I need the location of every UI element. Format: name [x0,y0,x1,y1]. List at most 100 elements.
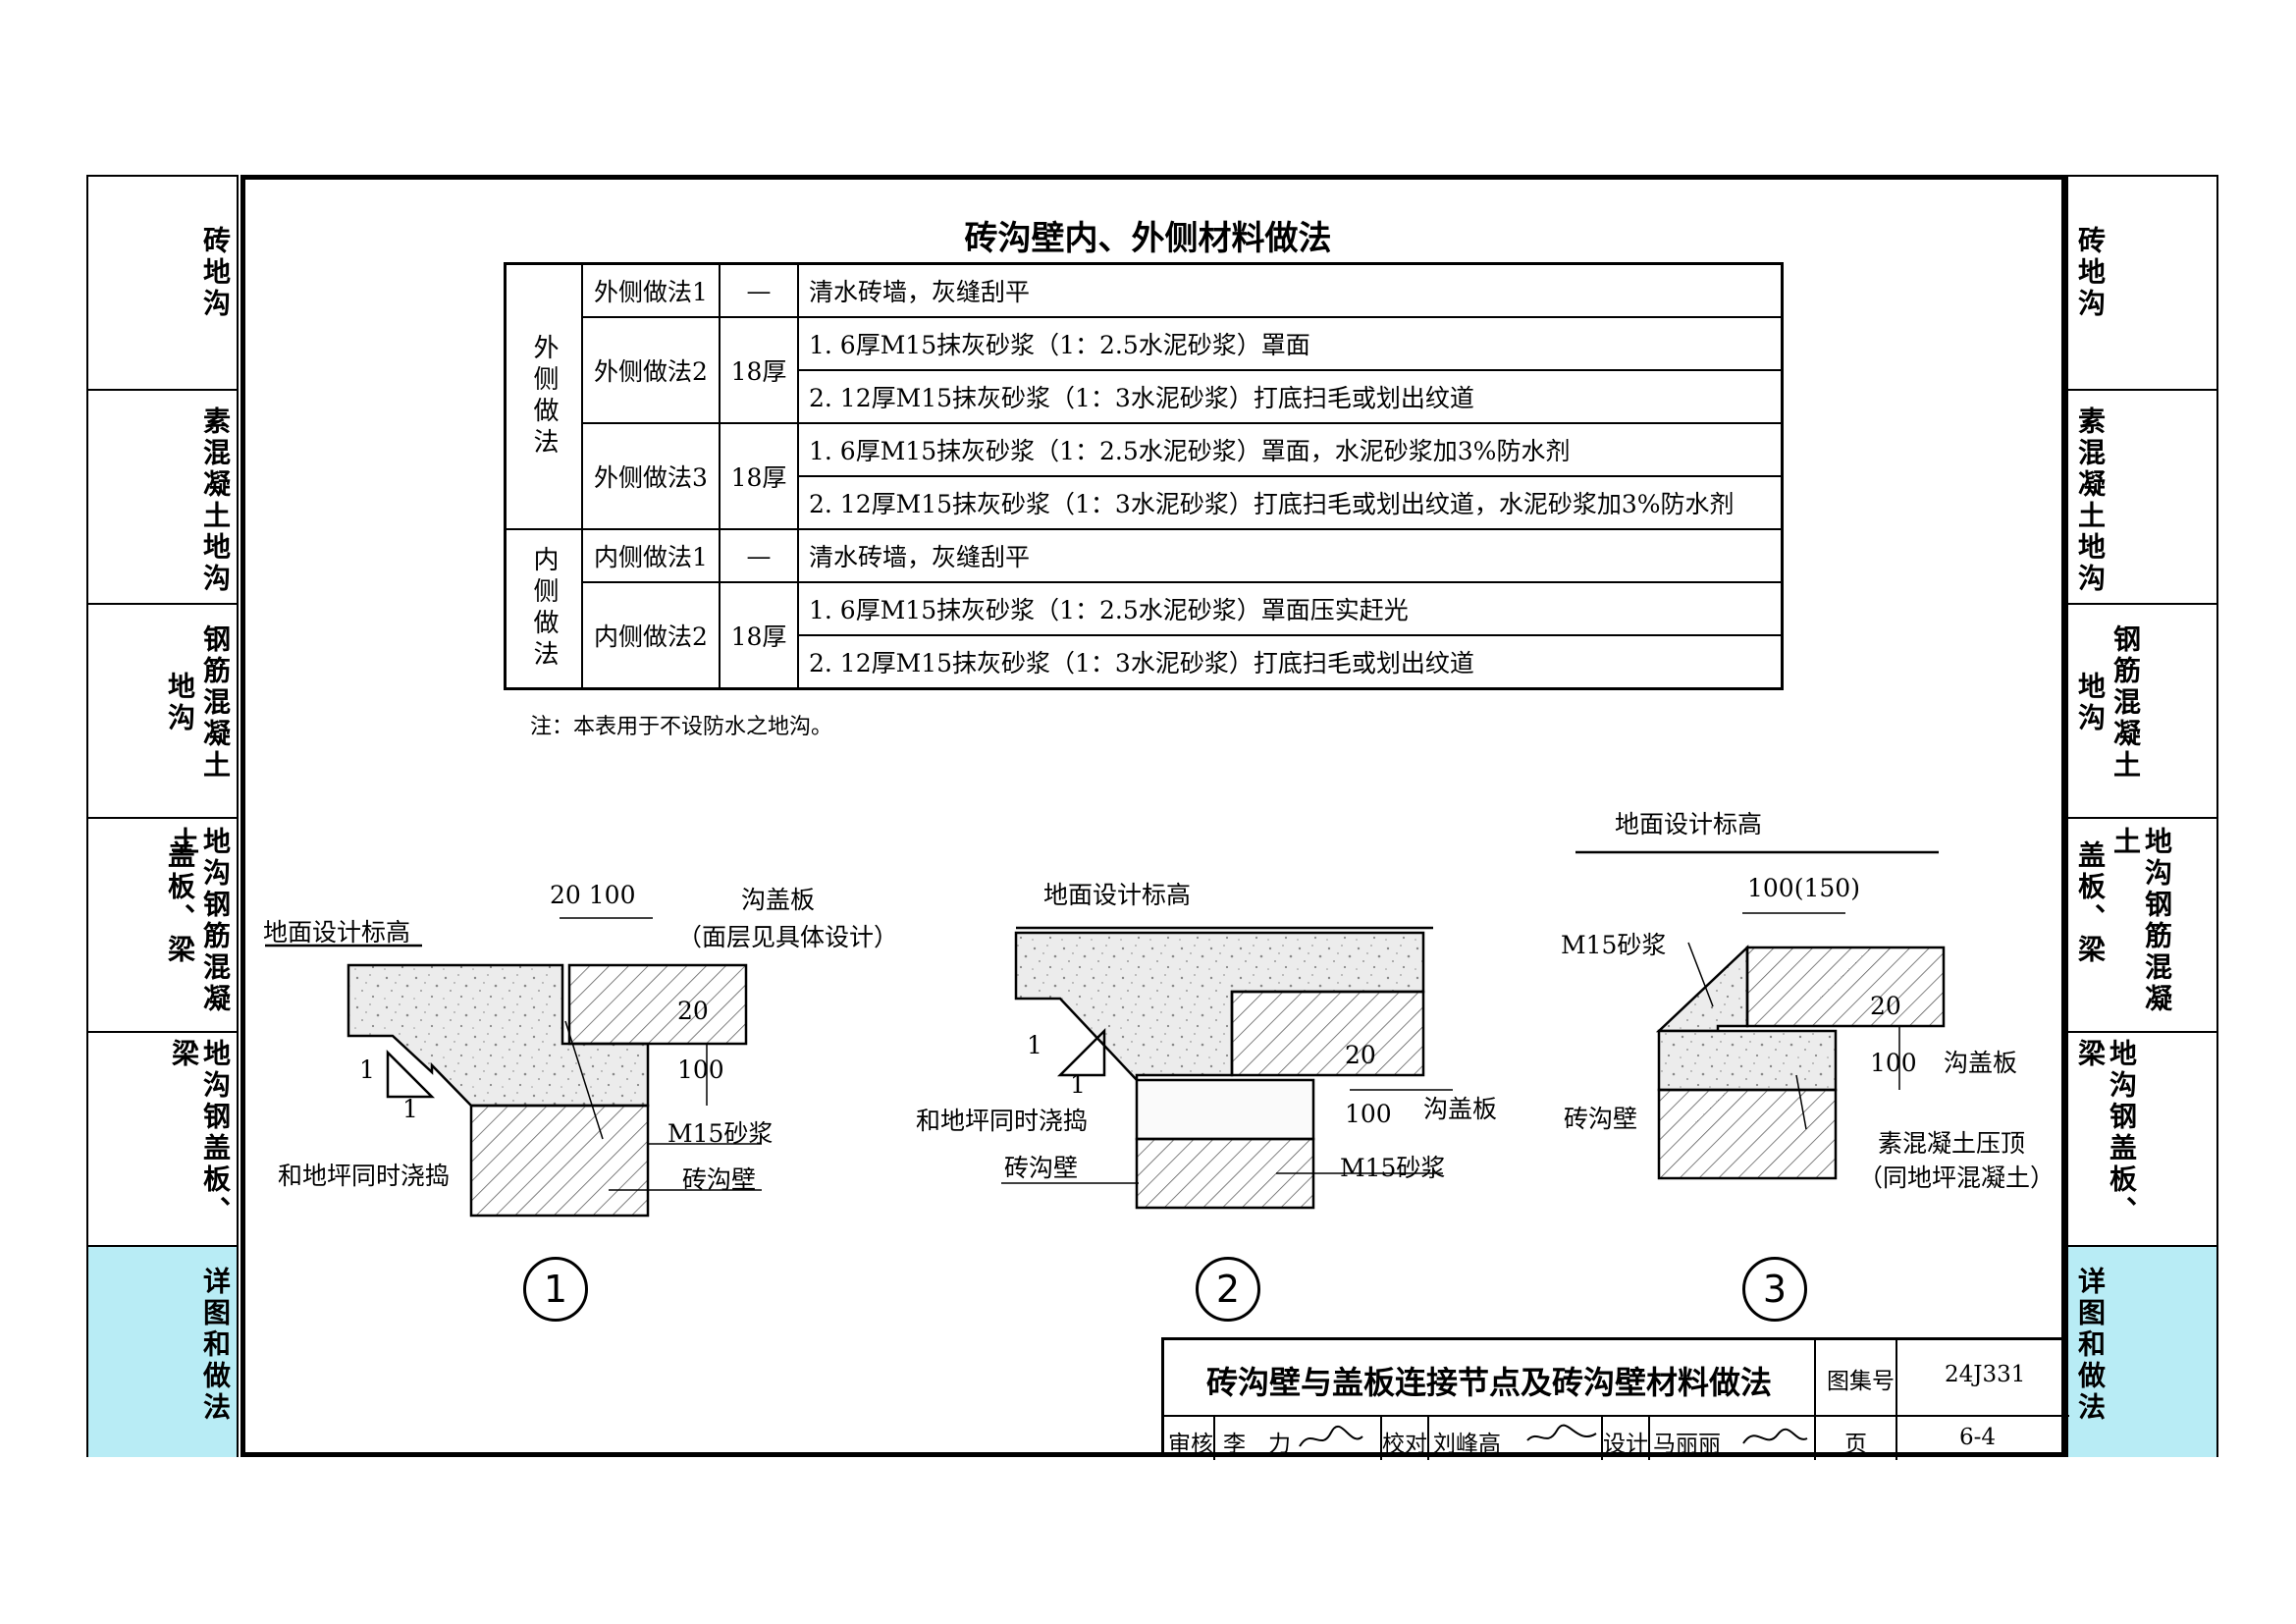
table-row: 外侧做法2 18厚 1. 6厚M15抹灰砂浆（1：2.5水泥砂浆）罩面 [506,316,1784,424]
d1-dim-top: 20 100 [550,881,636,909]
d1-cover-note: （面层见具体设计） [677,923,899,951]
d2-wall-label: 砖沟壁 [1004,1154,1079,1182]
row-item: 2. 12厚M15抹灰砂浆（1：3水泥砂浆）打底扫毛或划出纹道，水泥砂浆加3%防… [797,475,1784,530]
leader [564,1020,604,1140]
tab-rc-trench[interactable]: 钢筋混凝土 地沟 [2068,605,2216,819]
designer: 马丽丽 [1653,1432,1721,1457]
d3-cover-label: 沟盖板 [1944,1049,2018,1077]
cover-slab [567,963,748,1046]
drawing-frame [240,175,2066,1457]
divider [1896,1340,1897,1460]
concrete-slab [1014,931,1425,1084]
slope-triangle [1056,1027,1106,1077]
tab-details[interactable]: 详图和做法 [88,1247,237,1457]
d3-coping-label: 素混凝土压顶 [1878,1129,2026,1158]
tab-label: 钢筋混凝土 [2109,624,2142,782]
tab-label: 盖板、梁 [2074,840,2107,966]
tab-details[interactable]: 详图和做法 [2068,1247,2216,1457]
d1-dim-20: 20 [677,997,709,1025]
row-item: 清水砖墙，灰缝刮平 [797,528,1784,583]
tab-label: 砖地沟 [2074,226,2107,320]
table-row: 内侧做法2 18厚 1. 6厚M15抹灰砂浆（1：2.5水泥砂浆）罩面压实赶光 [506,581,1784,690]
d2-slope-1b: 1 [1070,1070,1086,1099]
cover-slab [1745,946,1946,1028]
d3-ground-label: 地面设计标高 [1615,810,1763,839]
d1-dim-100: 100 [677,1056,724,1084]
d2-slope-1a: 1 [1027,1031,1042,1059]
d1-slope-1b: 1 [402,1095,418,1123]
group-label: 内侧做法 [529,546,559,672]
detail-number-1: 1 [523,1257,588,1322]
tab-label: 地沟钢筋混凝土 [2109,827,2173,1015]
row-thickness: — [719,262,799,318]
d2-ground-label: 地面设计标高 [1043,881,1192,909]
tab-plain-concrete-trench[interactable]: 素混凝土地沟 [88,391,237,605]
checker: 刘峰高 [1433,1432,1501,1457]
check-label: 校对 [1382,1432,1427,1457]
divider [1164,1415,2069,1417]
d1-wall-label: 砖沟壁 [682,1165,757,1194]
right-tab-strip: 砖地沟 素混凝土地沟 钢筋混凝土 地沟 地沟钢筋混凝土 盖板、梁 地沟钢盖板、梁… [2066,175,2218,1457]
designer-signature [1742,1428,1808,1444]
tab-brick-trench[interactable]: 砖地沟 [88,177,237,391]
leader [1795,1074,1807,1130]
d3-dim-20: 20 [1870,992,1901,1020]
row-item: 1. 6厚M15抹灰砂浆（1：2.5水泥砂浆）罩面，水泥砂浆加3%防水剂 [797,422,1784,477]
tab-rc-cover[interactable]: 地沟钢筋混凝土 盖板、梁 [2068,819,2216,1033]
d3-dim-top: 100(150) [1747,874,1860,902]
tab-plain-concrete-trench[interactable]: 素混凝土地沟 [2068,391,2216,605]
d1-cover-label: 沟盖板 [741,886,816,914]
d3-dim-100: 100 [1870,1049,1917,1077]
table-row: 外侧做法 外侧做法1 — 清水砖墙，灰缝刮平 [504,262,1784,530]
d1-ground-label: 地面设计标高 [263,918,411,947]
d3-wall-label: 砖沟壁 [1564,1105,1638,1133]
tab-steel-cover[interactable]: 地沟钢盖板、梁 [2068,1033,2216,1247]
page-number: 6-4 [1959,1425,1997,1450]
row-item: 1. 6厚M15抹灰砂浆（1：2.5水泥砂浆）罩面 [797,316,1784,371]
detail-number-3: 3 [1742,1257,1807,1322]
d1-slope-1a: 1 [359,1056,375,1084]
row-item: 2. 12厚M15抹灰砂浆（1：3水泥砂浆）打底扫毛或划出纹道 [797,634,1784,690]
tab-steel-cover[interactable]: 地沟钢盖板、梁 [88,1033,237,1247]
d1-cast-label: 和地坪同时浇捣 [278,1162,451,1190]
table-row: 2. 12厚M15抹灰砂浆（1：3水泥砂浆）打底扫毛或划出纹道 [506,369,1784,424]
tab-label: 详图和做法 [199,1267,232,1424]
coping [1657,1029,1838,1092]
tab-label: 钢筋混凝土 [199,624,232,782]
tab-rc-trench[interactable]: 钢筋混凝土 地沟 [88,605,237,819]
row-thickness: — [719,528,799,583]
detail-1 [265,917,762,1218]
tab-label: 素混凝土地沟 [2074,406,2107,595]
tab-label: 地沟钢盖板、梁 [2074,1039,2138,1227]
title-block: 砖沟壁与盖板连接节点及砖沟壁材料做法 图集号 24J331 审核 李 力 校对 … [1161,1337,2069,1460]
divider [1814,1340,1816,1460]
detail-2 [1001,926,1453,1210]
divider [1601,1415,1603,1460]
row-item: 1. 6厚M15抹灰砂浆（1：2.5水泥砂浆）罩面压实赶光 [797,581,1784,636]
drawing-title: 砖沟壁与盖板连接节点及砖沟壁材料做法 [1205,1364,1772,1401]
slope-triangle [386,1049,436,1099]
d2-dim-20: 20 [1345,1041,1376,1069]
divider [1648,1415,1650,1460]
design-label: 设计 [1603,1432,1648,1457]
d3-mortar-label: M15砂浆 [1561,931,1667,959]
mortar-wedge [1655,945,1749,1033]
divider [1380,1415,1382,1460]
checker-signature [1526,1424,1597,1441]
tab-brick-trench[interactable]: 砖地沟 [2068,177,2216,391]
divider [1213,1415,1215,1460]
atlas-number: 24J331 [1945,1362,2026,1387]
group-label: 外侧做法 [529,334,559,460]
review-label: 审核 [1168,1432,1213,1457]
tab-label: 详图和做法 [2074,1267,2107,1424]
brick-wall [469,1104,650,1218]
row-item: 清水砖墙，灰缝刮平 [797,262,1784,318]
table-row: 2. 12厚M15抹灰砂浆（1：3水泥砂浆）打底扫毛或划出纹道 [506,634,1784,690]
tab-rc-cover[interactable]: 地沟钢筋混凝土 盖板、梁 [88,819,237,1033]
brick-wall [1657,1088,1838,1180]
table-row: 内侧做法 内侧做法1 — 清水砖墙，灰缝刮平 [504,528,1784,690]
row-thickness: 18厚 [719,422,799,530]
d2-cover-label: 沟盖板 [1423,1095,1498,1123]
d1-mortar-label: M15砂浆 [667,1119,774,1148]
